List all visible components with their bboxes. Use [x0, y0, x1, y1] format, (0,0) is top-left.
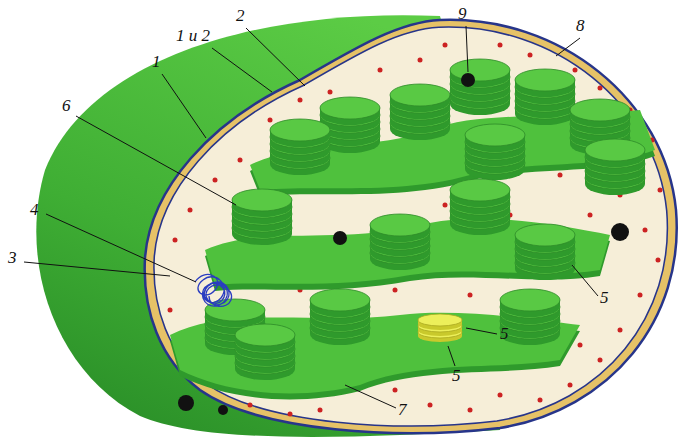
ribosome-dots — [168, 43, 663, 417]
callout-number: 9 — [458, 4, 467, 24]
inner-membrane — [154, 27, 667, 426]
callout-number: 5 — [452, 366, 461, 386]
outer-membrane — [145, 20, 677, 433]
callout-number: 4 — [30, 200, 39, 220]
callout-number: 3 — [8, 248, 17, 268]
callout-number: 1 и 2 — [176, 26, 210, 46]
callout-number: 5 — [600, 288, 609, 308]
stroma-lamellae — [170, 110, 655, 399]
callout-number: 6 — [62, 96, 71, 116]
callout-number: 5 — [500, 324, 509, 344]
callout-number: 8 — [576, 16, 585, 36]
callout-number: 2 — [236, 6, 245, 26]
callout-number: 1 — [152, 52, 161, 72]
callout-number: 7 — [398, 400, 407, 420]
leader-lines — [24, 26, 598, 408]
thylakoid-stack — [418, 314, 462, 342]
grana — [205, 59, 645, 380]
plastoglobuli — [178, 73, 629, 415]
dna-coil — [195, 274, 232, 306]
